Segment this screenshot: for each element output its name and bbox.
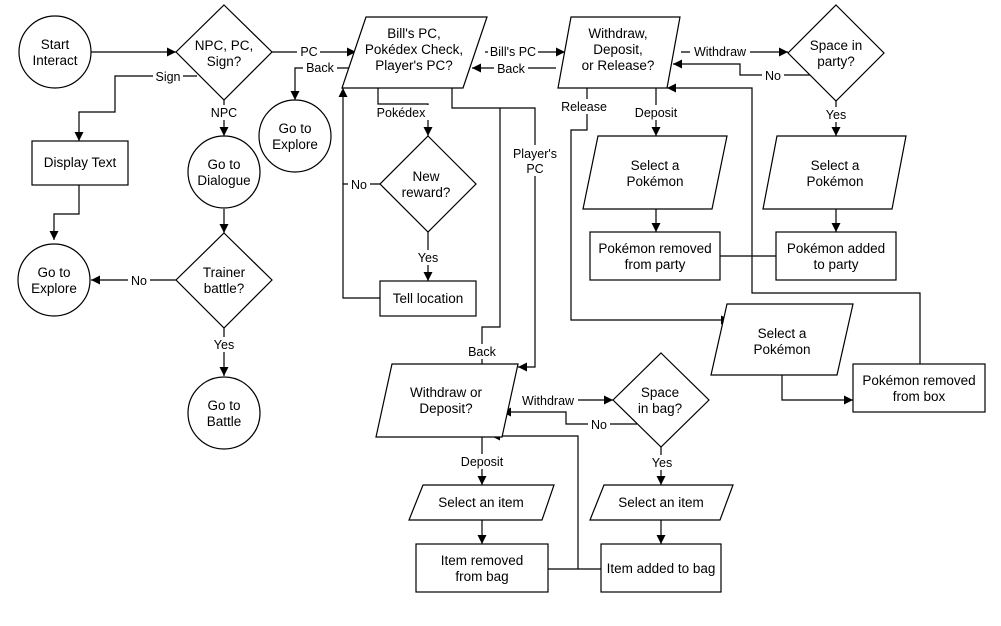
edge-label-bills-pc: Bill's PC	[490, 45, 536, 59]
edge-label-back-wdr: Back	[497, 62, 526, 76]
pc-choice-io	[341, 16, 488, 89]
edge-removed-box-back-to-wdr	[667, 83, 921, 364]
item-removed-bag-box	[415, 543, 549, 593]
select-item-withdraw-io	[589, 484, 734, 521]
tell-location-box	[379, 280, 477, 317]
new-reward-decision	[379, 135, 477, 233]
edge-label-yes-trainer: Yes	[214, 338, 234, 352]
edge-label-back-explore: Back	[306, 61, 335, 75]
pokemon-removed-box-box	[852, 363, 986, 413]
edge-label-yes-party: Yes	[826, 108, 846, 122]
edge-label-no-bag: No	[591, 418, 607, 432]
select-pokemon-release-io	[710, 303, 854, 376]
edge-label-yes-bag: Yes	[652, 456, 672, 470]
edge-label-no-reward: No	[351, 178, 367, 192]
edge-labels: PC Sign NPC Back No Yes Bill's PC Back P…	[128, 44, 850, 470]
pokemon-added-party-box	[775, 231, 897, 281]
npc-pc-sign-decision	[175, 4, 273, 101]
edge-pc-player-to-wd	[451, 88, 536, 372]
select-item-withdraw-label: Select an item	[618, 495, 704, 510]
trainer-battle-decision	[175, 232, 273, 329]
pokemon-removed-party-box	[589, 231, 721, 281]
select-pokemon-deposit-io	[582, 135, 728, 210]
edge-npc-sign-to-display	[74, 75, 197, 141]
withdraw-deposit-io	[375, 363, 519, 438]
edge-label-sign: Sign	[155, 70, 180, 84]
go-to-dialogue-node	[187, 135, 261, 209]
edge-label-npc: NPC	[211, 106, 237, 120]
select-pokemon-withdraw-io	[762, 135, 907, 210]
edge-wd-back-to-pc	[481, 108, 501, 364]
edge-label-yes-reward: Yes	[418, 251, 438, 265]
edge-label-deposit-bag: Deposit	[461, 455, 504, 469]
space-in-bag-decision	[612, 352, 710, 448]
start-node	[18, 15, 92, 89]
display-text-label: Display Text	[44, 155, 117, 170]
edge-label-no-trainer: No	[131, 274, 147, 288]
edge-bag-no-to-wd	[502, 407, 637, 425]
edge-label-withdraw-bag: Withdraw	[522, 394, 575, 408]
space-in-party-decision	[787, 4, 885, 102]
select-item-deposit-io	[408, 484, 555, 521]
edge-label-no-party: No	[765, 69, 781, 83]
item-added-bag-box	[600, 543, 722, 593]
go-to-explore-node-1	[258, 99, 332, 173]
go-to-battle-node	[187, 376, 261, 450]
tell-location-label: Tell location	[393, 291, 464, 306]
edge-item-back-to-wd	[491, 431, 579, 569]
edge-label-release: Release	[561, 100, 607, 114]
edge-select-to-removed-box	[781, 375, 853, 405]
edge-label-pokedex: Pokédex	[377, 106, 426, 120]
select-item-deposit-label: Select an item	[438, 495, 524, 510]
display-text-box	[31, 140, 129, 186]
wdr-io	[557, 16, 681, 89]
nodes	[17, 4, 986, 593]
edge-display-to-explore	[49, 185, 80, 240]
edge-party-no-to-wdr	[673, 59, 812, 76]
wdr-label: Withdraw,Deposit,or Release?	[582, 26, 655, 73]
item-added-bag-label: Item added to bag	[607, 561, 716, 576]
edge-reward-no-to-pc	[342, 183, 380, 299]
edge-label-back-player-pc: Back	[468, 345, 497, 359]
edge-wdr-release-to-select	[570, 88, 730, 325]
edge-label-withdraw-party: Withdraw	[694, 45, 747, 59]
pc-choice-label: Bill's PC,Pokédex Check,Player's PC?	[365, 26, 463, 73]
go-to-explore-node-2	[17, 243, 91, 317]
npc-pc-sign-label: NPC, PC,Sign?	[195, 38, 254, 69]
edge-label-deposit-party: Deposit	[635, 106, 678, 120]
edge-label-pc: PC	[300, 45, 317, 59]
